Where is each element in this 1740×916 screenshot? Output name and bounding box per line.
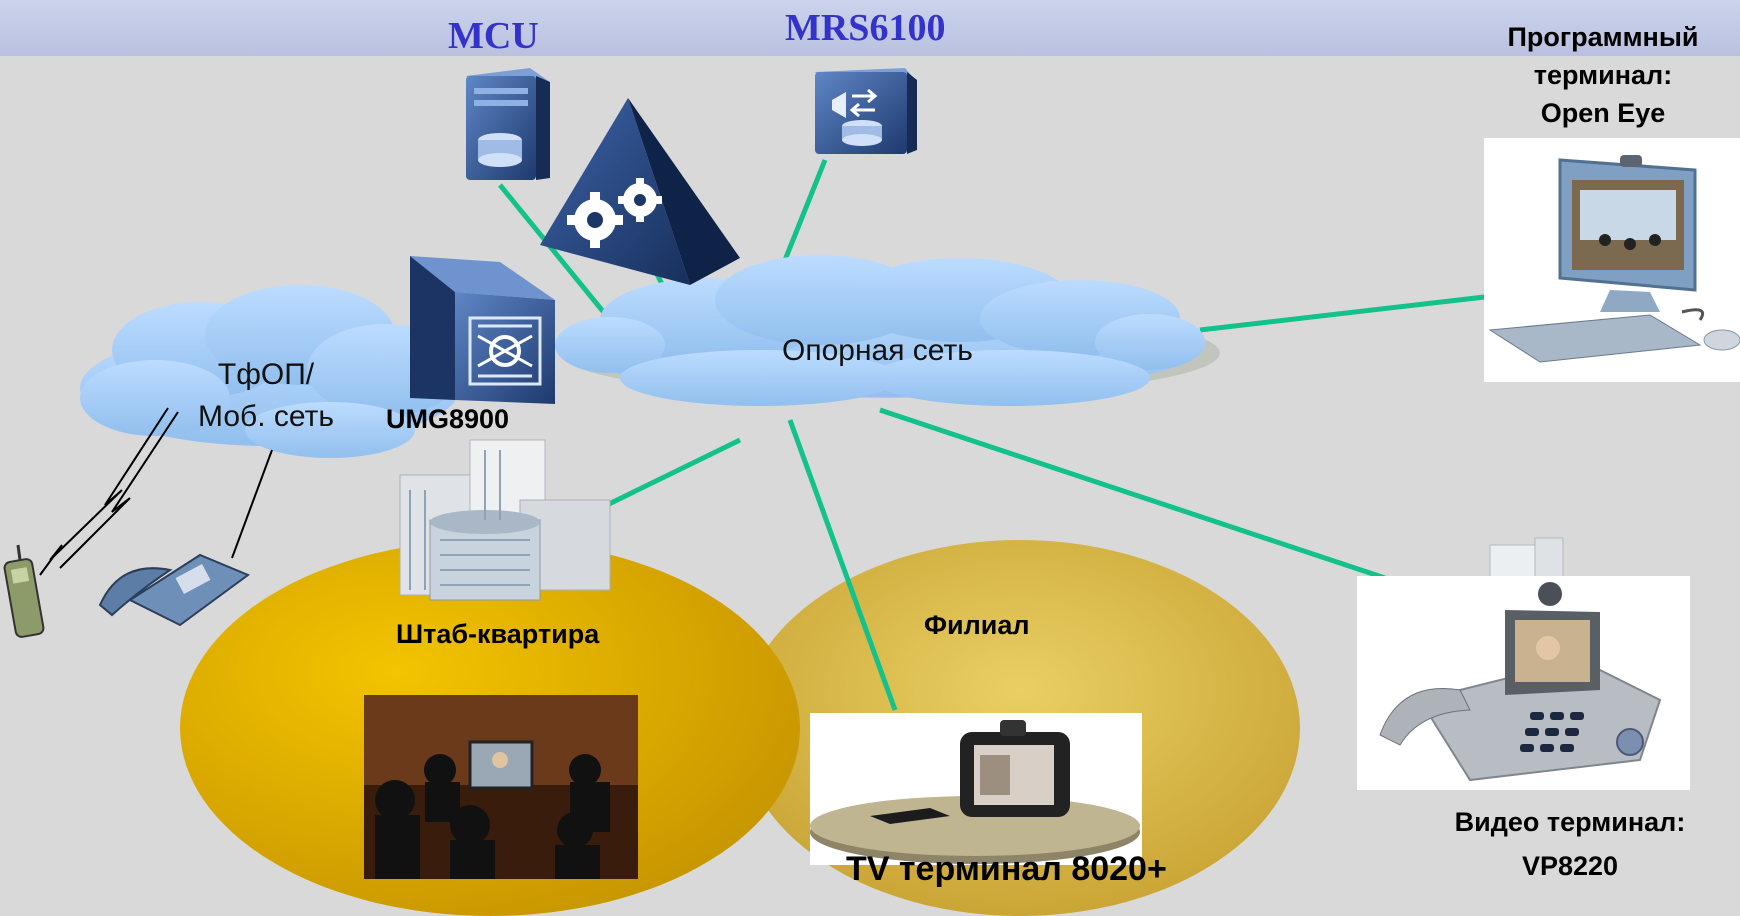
softterm-label-line3: Open Eye [1540,98,1666,128]
tv-terminal-icon [810,713,1142,865]
video-label-line1: Видео терминал: [1454,807,1686,837]
wireless-link [39,407,169,576]
backbone-cloud [555,255,1220,406]
mobile-phone-icon [3,544,45,638]
small-building-icon [1489,537,1564,581]
top-band [0,0,1740,56]
building-icon [399,439,611,601]
video-label-line2: VP8220 [1521,851,1619,881]
branch-label: Филиал [924,610,1030,640]
video-phone-icon [1357,576,1690,790]
softterm-label-line1: Программный [1507,22,1699,52]
pstn-label: ТфОП/ Моб. сеть [186,354,346,438]
pstn-cloud [80,285,463,458]
media-server-icon [815,68,917,154]
link-mcu [498,183,612,322]
media-gateway-icon [410,256,555,404]
tv-label: TV терминал 8020+ [846,850,1167,888]
softterm-label-line2: терминал: [1533,60,1673,90]
pstn-label-line1: ТфОП/ [217,358,315,391]
mrs-label: MRS6100 [785,7,946,49]
pstn-label-line2: Моб. сеть [198,400,334,433]
softterm-label: Программный терминал: Open Eye [1478,18,1728,132]
server-icon [466,68,550,180]
desk-phone-icon [98,553,251,627]
computer-icon [1484,138,1740,382]
umg-label: UMG8900 [386,404,510,434]
hq-label: Штаб-квартира [396,619,600,649]
backbone-label: Опорная сеть [782,334,973,367]
video-label: Видео терминал: VP8220 [1420,800,1720,888]
meeting-room-image [364,695,638,879]
wired-link [231,449,273,559]
gear-icon [540,98,740,285]
link-video [879,407,1386,581]
link-tv [787,419,898,711]
mcu-label: MCU [448,15,539,57]
